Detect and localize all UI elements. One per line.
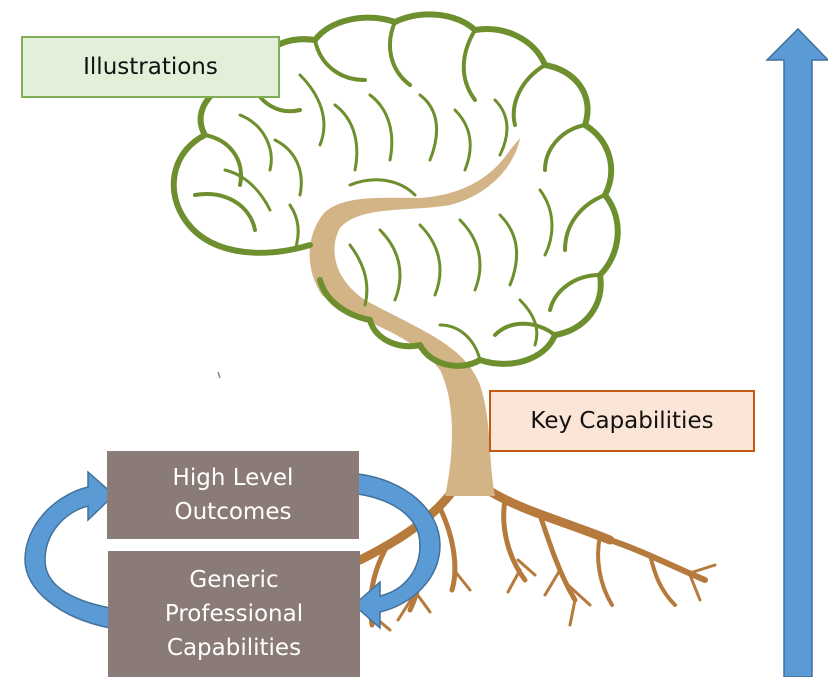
key-capabilities-box: Key Capabilities (489, 390, 755, 452)
high-level-outcomes-line-1: High Level (172, 465, 294, 491)
tree-trunk (309, 138, 520, 496)
up-arrow-icon (765, 27, 828, 677)
generic-capabilities-line-3: Capabilities (166, 635, 302, 661)
curved-cycle-arrow-icon (24, 470, 441, 630)
stray-mark (217, 371, 221, 379)
generic-capabilities-line-1: Generic (189, 567, 279, 593)
high-level-outcomes-box: High Level Outcomes (107, 451, 359, 539)
illustrations-box: Illustrations (21, 36, 280, 98)
generic-professional-capabilities-box: Generic Professional Capabilities (108, 551, 360, 677)
key-capabilities-label: Key Capabilities (530, 408, 714, 434)
high-level-outcomes-line-2: Outcomes (174, 499, 292, 525)
roots (335, 485, 717, 632)
generic-capabilities-line-2: Professional (164, 601, 304, 627)
illustrations-label: Illustrations (83, 54, 218, 80)
